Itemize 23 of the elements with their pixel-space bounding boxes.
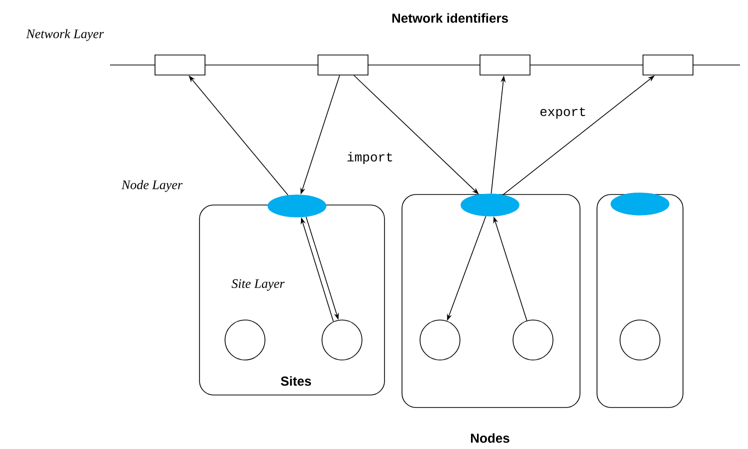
edge-label: export <box>538 106 588 120</box>
node-box <box>154 54 206 76</box>
layer-label: Node Layer <box>121 180 183 192</box>
layer-label: Network Layer <box>26 29 104 41</box>
site-circle <box>420 320 460 360</box>
site-circle <box>224 320 266 360</box>
node-ellipse <box>460 194 520 216</box>
node-box <box>642 54 694 76</box>
node-box <box>480 54 530 76</box>
node-box <box>318 54 368 76</box>
site-circle <box>322 320 362 360</box>
site-circle <box>620 320 660 360</box>
site-circle <box>512 320 554 360</box>
layer-label: Sites <box>280 376 311 386</box>
node-box <box>596 194 684 408</box>
node-box <box>199 204 385 396</box>
layer-label: Nodes <box>471 433 510 443</box>
node-ellipse <box>610 192 670 216</box>
node-box <box>402 194 580 408</box>
edge-label: import <box>346 150 394 166</box>
title: Network identifiers <box>392 13 508 23</box>
node-ellipse <box>268 194 326 218</box>
layer-label: Site Layer <box>232 279 285 291</box>
